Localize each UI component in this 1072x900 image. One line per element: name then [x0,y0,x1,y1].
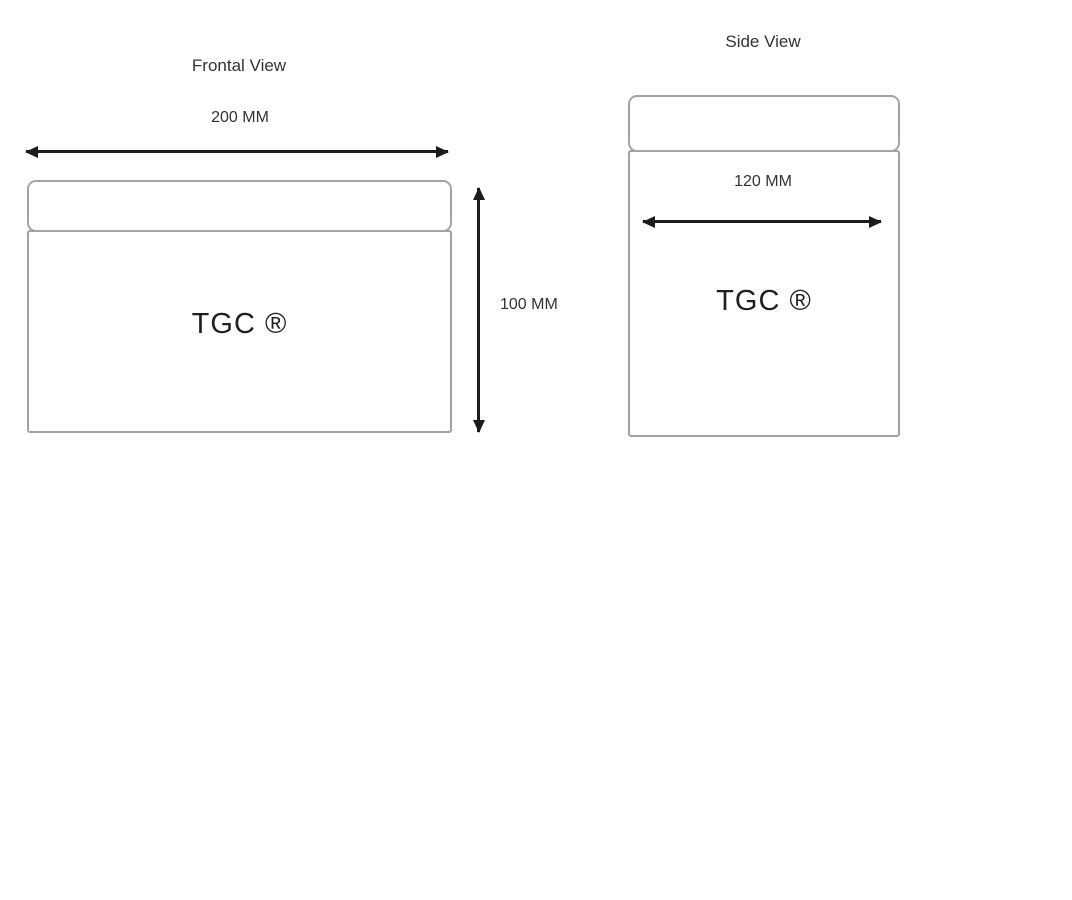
side-box-body [628,150,900,437]
side-width-label: 120 MM [734,173,792,190]
side-brand-label: TGC ® [716,285,812,317]
frontal-height-label: 100 MM [500,296,558,313]
frontal-box-lid [27,180,452,232]
frontal-width-arrow-icon [26,150,448,153]
frontal-width-label: 200 MM [211,109,269,126]
side-view-title: Side View [725,32,801,51]
side-width-arrow-icon [643,220,881,223]
frontal-box-body [27,230,452,433]
frontal-view-group: Frontal View 200 MM TGC ® 100 MM [0,0,600,460]
frontal-brand-label: TGC ® [191,308,288,340]
side-box-lid [628,95,900,152]
frontal-height-arrow-icon [477,188,480,432]
frontal-view-title: Frontal View [191,56,287,75]
side-view-group: Side View 120 MM TGC ® [600,0,1072,460]
